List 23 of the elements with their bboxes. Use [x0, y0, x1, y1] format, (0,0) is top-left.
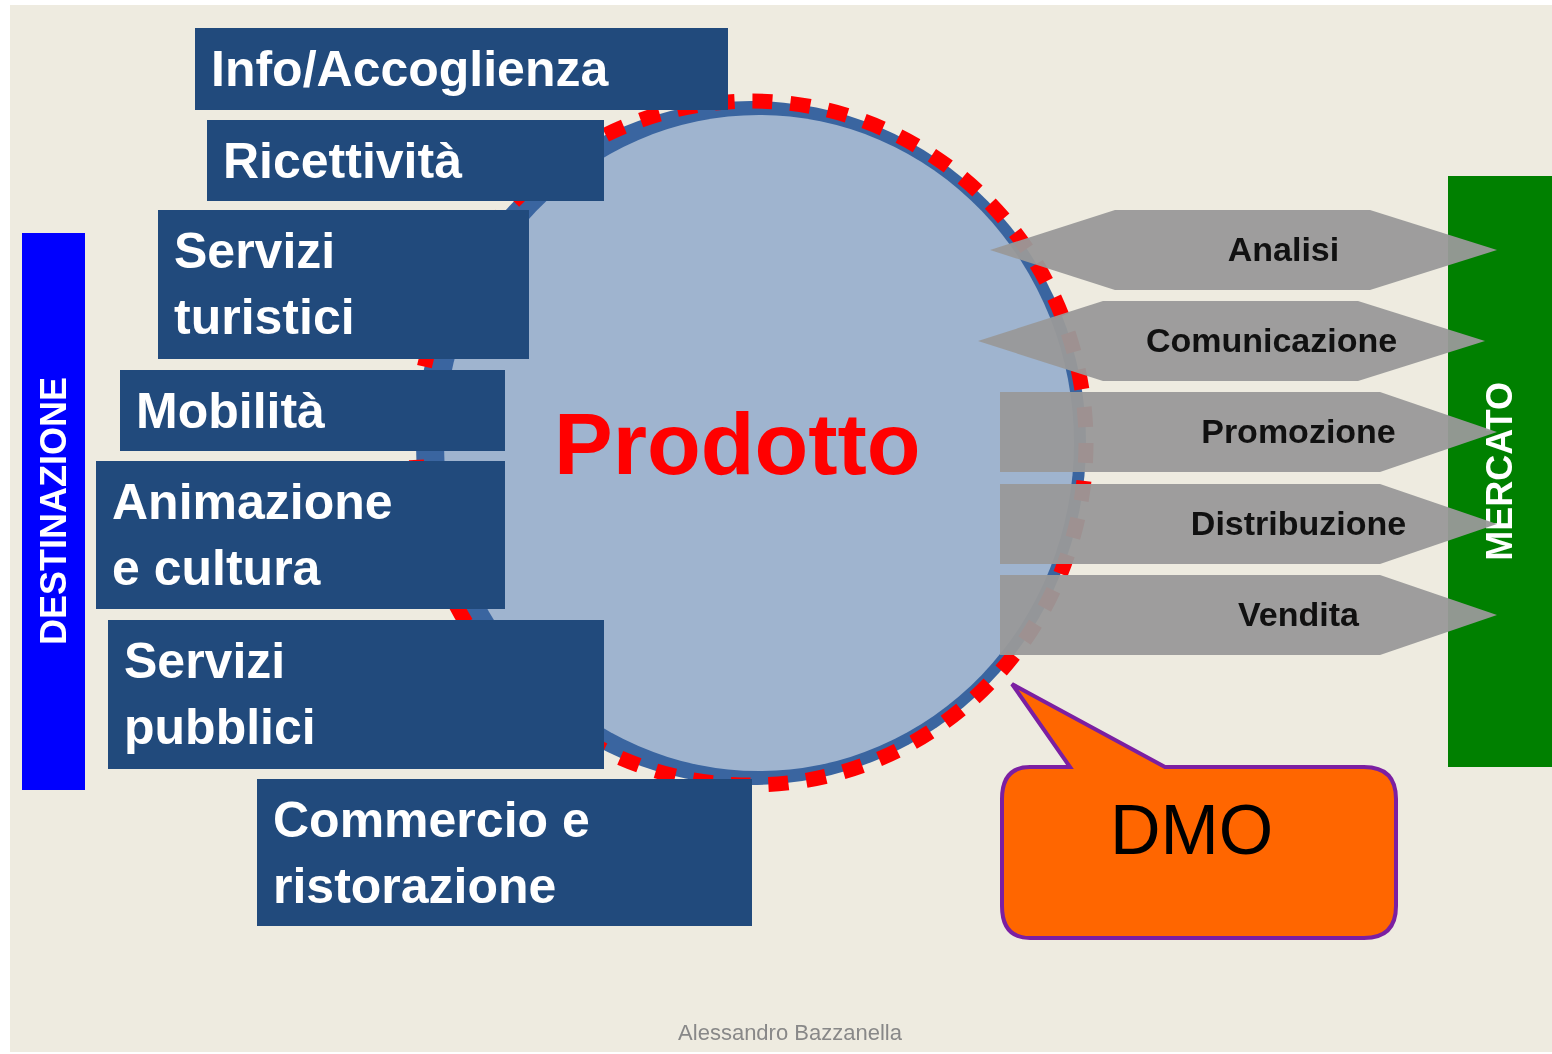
category-box: Mobilità [120, 370, 505, 451]
category-box: Ricettività [207, 120, 604, 201]
category-box: Info/Accoglienza [195, 28, 728, 110]
category-box: Servizi turistici [158, 210, 529, 359]
author-credit: Alessandro Bazzanella [677, 1020, 903, 1046]
bar-label: DESTINAZIONE [32, 377, 75, 646]
bubble-label: DMO [1110, 790, 1274, 870]
arrow-shape [978, 301, 1485, 381]
arrow-label: Distribuzione [1189, 504, 1408, 543]
arrow-label: Comunicazione [1144, 321, 1399, 360]
arrow-label: Promozione [1200, 412, 1397, 451]
category-box: Animazione e cultura [96, 461, 505, 609]
center-title: Prodotto [554, 393, 921, 495]
vertical-side-bar [1448, 176, 1552, 767]
speech-bubble [998, 682, 1400, 942]
bar-label: MERCATO [1479, 382, 1521, 561]
category-box: Commercio e ristorazione [257, 779, 752, 926]
arrow-label: Analisi [1226, 230, 1341, 269]
vertical-side-bar [22, 233, 85, 790]
arrow-label: Vendita [1237, 595, 1360, 634]
category-box: Servizi pubblici [108, 620, 604, 769]
arrow-shape [1000, 575, 1497, 655]
arrow-shape [990, 210, 1497, 290]
